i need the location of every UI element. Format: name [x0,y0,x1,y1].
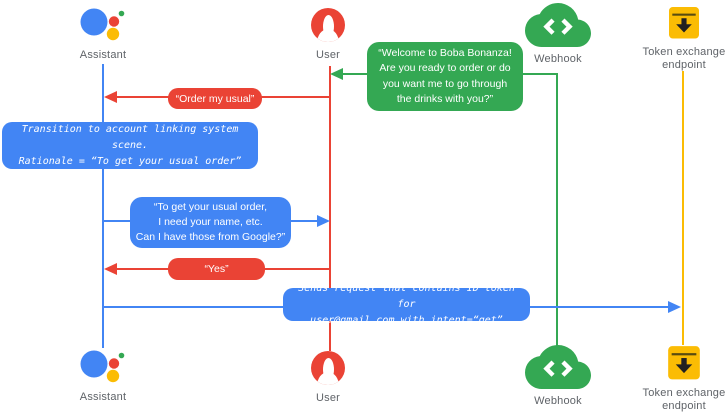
arrow-welcome-head-icon [330,68,343,80]
actor-user-top: User [258,7,398,62]
arrow-ask-head-icon [317,215,330,227]
actor-webhook-top: Webhook [488,3,628,66]
actor-assistant-bottom: Assistant [33,347,173,404]
user-lifeline [329,66,331,351]
user-icon [311,350,345,386]
bubble-yes: “Yes” [168,258,265,280]
actor-label: Token exchange endpoint [642,46,725,71]
token-endpoint-icon [664,343,704,381]
assistant-icon [80,5,126,43]
note-sends-id-token-request: Sends request that contains ID token for… [283,283,530,326]
user-icon [311,7,345,43]
assistant-icon [80,347,126,385]
actor-label: Assistant [79,391,127,403]
actor-webhook-bottom: Webhook [488,345,628,408]
webhook-cloud-icon [525,345,591,389]
actor-assistant-top: Assistant [33,5,173,62]
bubble-order-my-usual: “Order my usual” [168,88,262,109]
actor-label: Webhook [534,395,582,407]
actor-user-bottom: User [258,350,398,405]
actor-label: Assistant [79,49,127,61]
actor-token-endpoint-top: Token exchange endpoint [614,4,725,72]
webhook-lifeline [556,73,558,347]
bubble-ask-google-info: “To get your usual order, I need your na… [130,197,291,248]
webhook-cloud-icon [525,3,591,47]
arrow-sends-request-head-icon [668,301,681,313]
actor-token-endpoint-bottom: Token exchange endpoint [614,343,725,413]
bubble-welcome-message: “Welcome to Boba Bonanza! Are you ready … [367,42,523,111]
actor-label: Token exchange endpoint [642,387,725,412]
assistant-lifeline [102,64,104,348]
token-endpoint-icon [665,4,703,40]
arrow-order-head-icon [104,91,117,103]
arrow-yes-head-icon [104,263,117,275]
token-endpoint-lifeline [682,71,684,345]
note-transition-account-linking: Transition to account linking system sce… [2,122,258,169]
actor-label: User [315,49,341,61]
actor-label: Webhook [534,53,582,65]
actor-label: User [315,392,341,404]
